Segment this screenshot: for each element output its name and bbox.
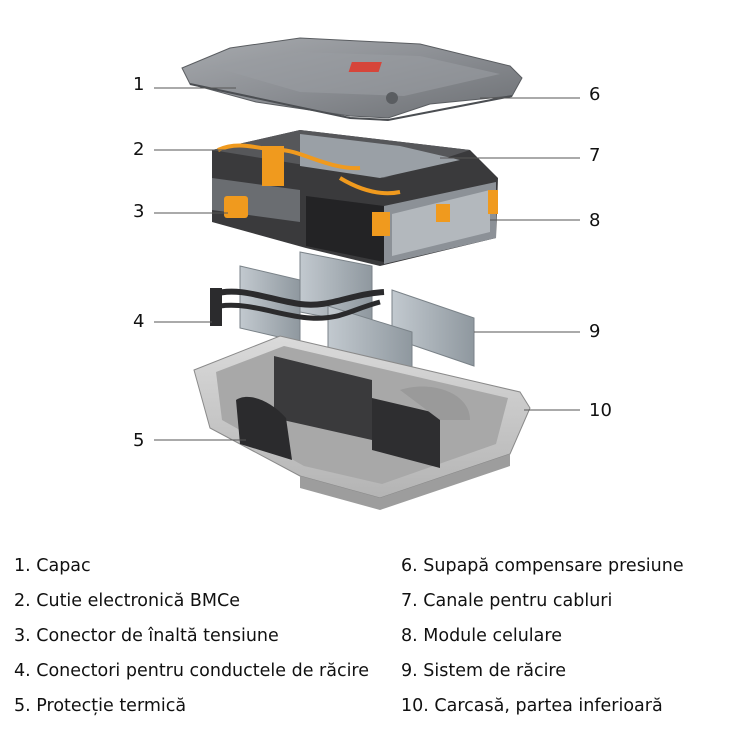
legend-item-2: 2. Cutie electronică BMCe bbox=[14, 591, 240, 611]
legend-item-1: 1. Capac bbox=[14, 556, 91, 576]
cover-part bbox=[181, 37, 523, 122]
callout-2: 2 bbox=[133, 139, 144, 160]
legend-item-8: 8. Module celulare bbox=[401, 626, 562, 646]
legend-item-6: 6. Supapă compensare presiune bbox=[401, 556, 684, 576]
legend-item-10: 10. Carcasă, partea inferioară bbox=[401, 696, 663, 716]
callout-7: 7 bbox=[589, 145, 600, 166]
callout-1: 1 bbox=[133, 74, 144, 95]
callout-9: 9 bbox=[589, 321, 600, 342]
legend-left-column: 1. Capac 2. Cutie electronică BMCe 3. Co… bbox=[14, 549, 369, 724]
housing-part bbox=[193, 335, 531, 510]
callout-5: 5 bbox=[133, 430, 144, 451]
callout-6: 6 bbox=[589, 84, 600, 105]
legend-item-4: 4. Conectori pentru conductele de răcire bbox=[14, 661, 370, 681]
callout-10: 10 bbox=[589, 400, 612, 421]
cell-modules-part bbox=[212, 130, 498, 266]
battery-exploded-diagram: 1 2 3 4 5 6 7 8 9 10 bbox=[133, 37, 612, 510]
callout-3: 3 bbox=[133, 201, 144, 222]
leader-lines bbox=[154, 87, 580, 441]
legend-item-5: 5. Protecție termică bbox=[14, 696, 187, 716]
legend-item-7: 7. Canale pentru cabluri bbox=[401, 591, 613, 611]
callout-8: 8 bbox=[589, 210, 600, 231]
legend-item-3: 3. Conector de înaltă tensiune bbox=[14, 626, 279, 646]
legend-right-column: 6. Supapă compensare presiune 7. Canale … bbox=[401, 549, 684, 724]
callout-4: 4 bbox=[133, 311, 144, 332]
legend-item-9: 9. Sistem de răcire bbox=[401, 661, 567, 681]
